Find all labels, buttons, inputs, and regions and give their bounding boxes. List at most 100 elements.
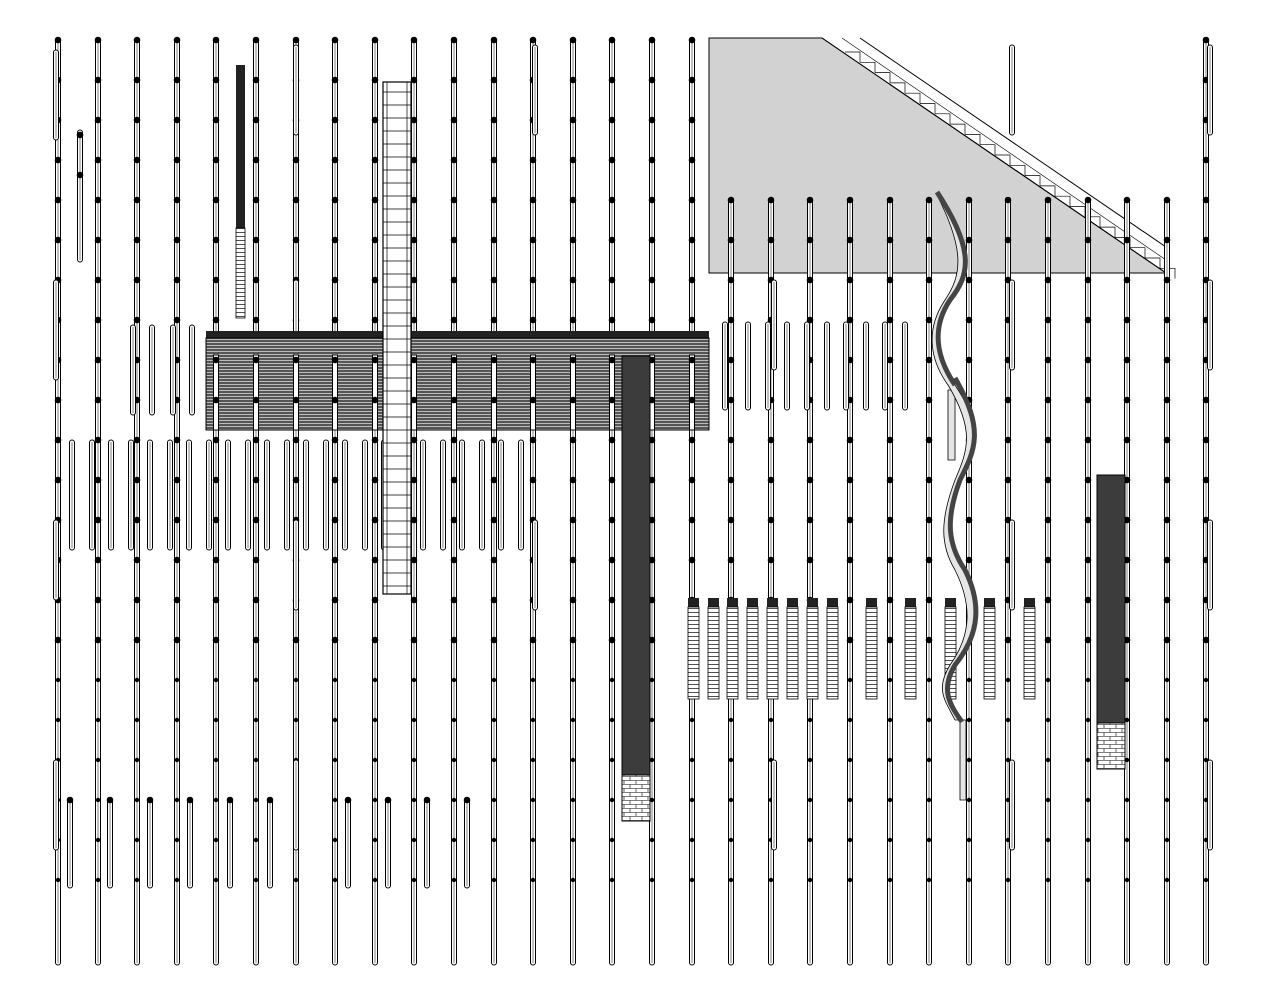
pole-small-node [847, 797, 853, 803]
short-pole [843, 321, 849, 411]
pole-node [1202, 436, 1210, 444]
bar-cap [708, 598, 719, 607]
pole-small-node [807, 797, 813, 803]
secondary-shaft [1207, 759, 1213, 851]
pole-node [648, 156, 656, 164]
pole-node [886, 276, 894, 284]
pole-node [94, 556, 102, 564]
pole-over-band [451, 354, 457, 431]
pole-small-node [1164, 757, 1170, 763]
secondary-shaft [53, 49, 59, 141]
pole-node [1084, 636, 1092, 644]
ribbon-edge [934, 190, 968, 387]
pole-node [76, 171, 84, 179]
pole-node [212, 276, 220, 284]
pole-node [529, 156, 537, 164]
ribbon-panel [947, 389, 956, 461]
pole-node [688, 156, 696, 164]
bar-cap [866, 598, 877, 607]
stair-step [1100, 226, 1116, 238]
pole-node [292, 396, 300, 404]
grid-pole [569, 36, 577, 966]
grid-pole [529, 36, 537, 966]
short-pole [186, 439, 192, 551]
pole-small-node [649, 797, 655, 803]
pole-node [767, 516, 775, 524]
pole-small-node [411, 757, 417, 763]
stair-step [905, 92, 921, 104]
pole-small-node [253, 837, 259, 843]
pole-node [648, 36, 656, 44]
pole-node [688, 436, 696, 444]
pole-small-node [887, 797, 893, 803]
grid-pole [846, 196, 854, 966]
pole-node [569, 76, 577, 84]
pole-small-node [134, 797, 140, 803]
pole-node [569, 556, 577, 564]
pole-small-node [649, 837, 655, 843]
pole-small-node [332, 757, 338, 763]
pole-small-node [491, 717, 497, 723]
grid-pole [212, 36, 220, 966]
bottom-short-pole [464, 797, 470, 889]
short-pole [440, 439, 446, 551]
pole-node [410, 236, 418, 244]
pole-small-node [1124, 677, 1130, 683]
pole-node [331, 156, 339, 164]
ribbon-edge [944, 376, 979, 724]
pole-node [490, 116, 498, 124]
pole-node [331, 276, 339, 284]
pole-over-band [689, 354, 695, 431]
pole-node [1044, 476, 1052, 484]
pole-node [1123, 236, 1131, 244]
grid-pole [608, 36, 616, 966]
pole-node [410, 316, 418, 324]
pole-node [727, 556, 735, 564]
pole-node [1163, 556, 1171, 564]
pole-node [529, 476, 537, 484]
pole-node [1044, 356, 1052, 364]
short-pole [323, 439, 329, 551]
pole-small-node [411, 837, 417, 843]
pole-node [106, 796, 114, 804]
pole-node [569, 156, 577, 164]
grid-pole [252, 36, 260, 966]
pole-node [1202, 156, 1210, 164]
pole-node [423, 796, 431, 804]
pole-node [450, 156, 458, 164]
pole-node [648, 196, 656, 204]
pole-node [965, 476, 973, 484]
ladder-frame [382, 81, 412, 595]
pole-node [846, 636, 854, 644]
pole-small-node [609, 757, 615, 763]
short-pole [902, 321, 908, 411]
pole-node [54, 196, 62, 204]
pole-node [846, 316, 854, 324]
pole-node [1044, 636, 1052, 644]
pole-small-node [728, 877, 734, 883]
pole-node [886, 596, 894, 604]
pole-small-node [451, 757, 457, 763]
stair-step [920, 103, 936, 114]
short-pole [69, 439, 75, 551]
pole-node [806, 276, 814, 284]
pole-node [1123, 396, 1131, 404]
pole-over-band [213, 354, 219, 431]
pole-node [569, 596, 577, 604]
pole-node [292, 636, 300, 644]
short-pole [89, 439, 95, 551]
pole-small-node [134, 877, 140, 883]
secondary-shaft [532, 519, 538, 611]
pole-small-node [649, 877, 655, 883]
pole-node [846, 516, 854, 524]
pole-small-node [689, 717, 695, 723]
pole-small-node [55, 677, 61, 683]
pole-node [173, 156, 181, 164]
secondary-shaft [53, 279, 59, 381]
pole-node [1163, 276, 1171, 284]
pole-small-node [1005, 757, 1011, 763]
pole-small-node [926, 717, 932, 723]
pole-small-node [411, 677, 417, 683]
pole-small-node [253, 677, 259, 683]
pole-node [490, 316, 498, 324]
